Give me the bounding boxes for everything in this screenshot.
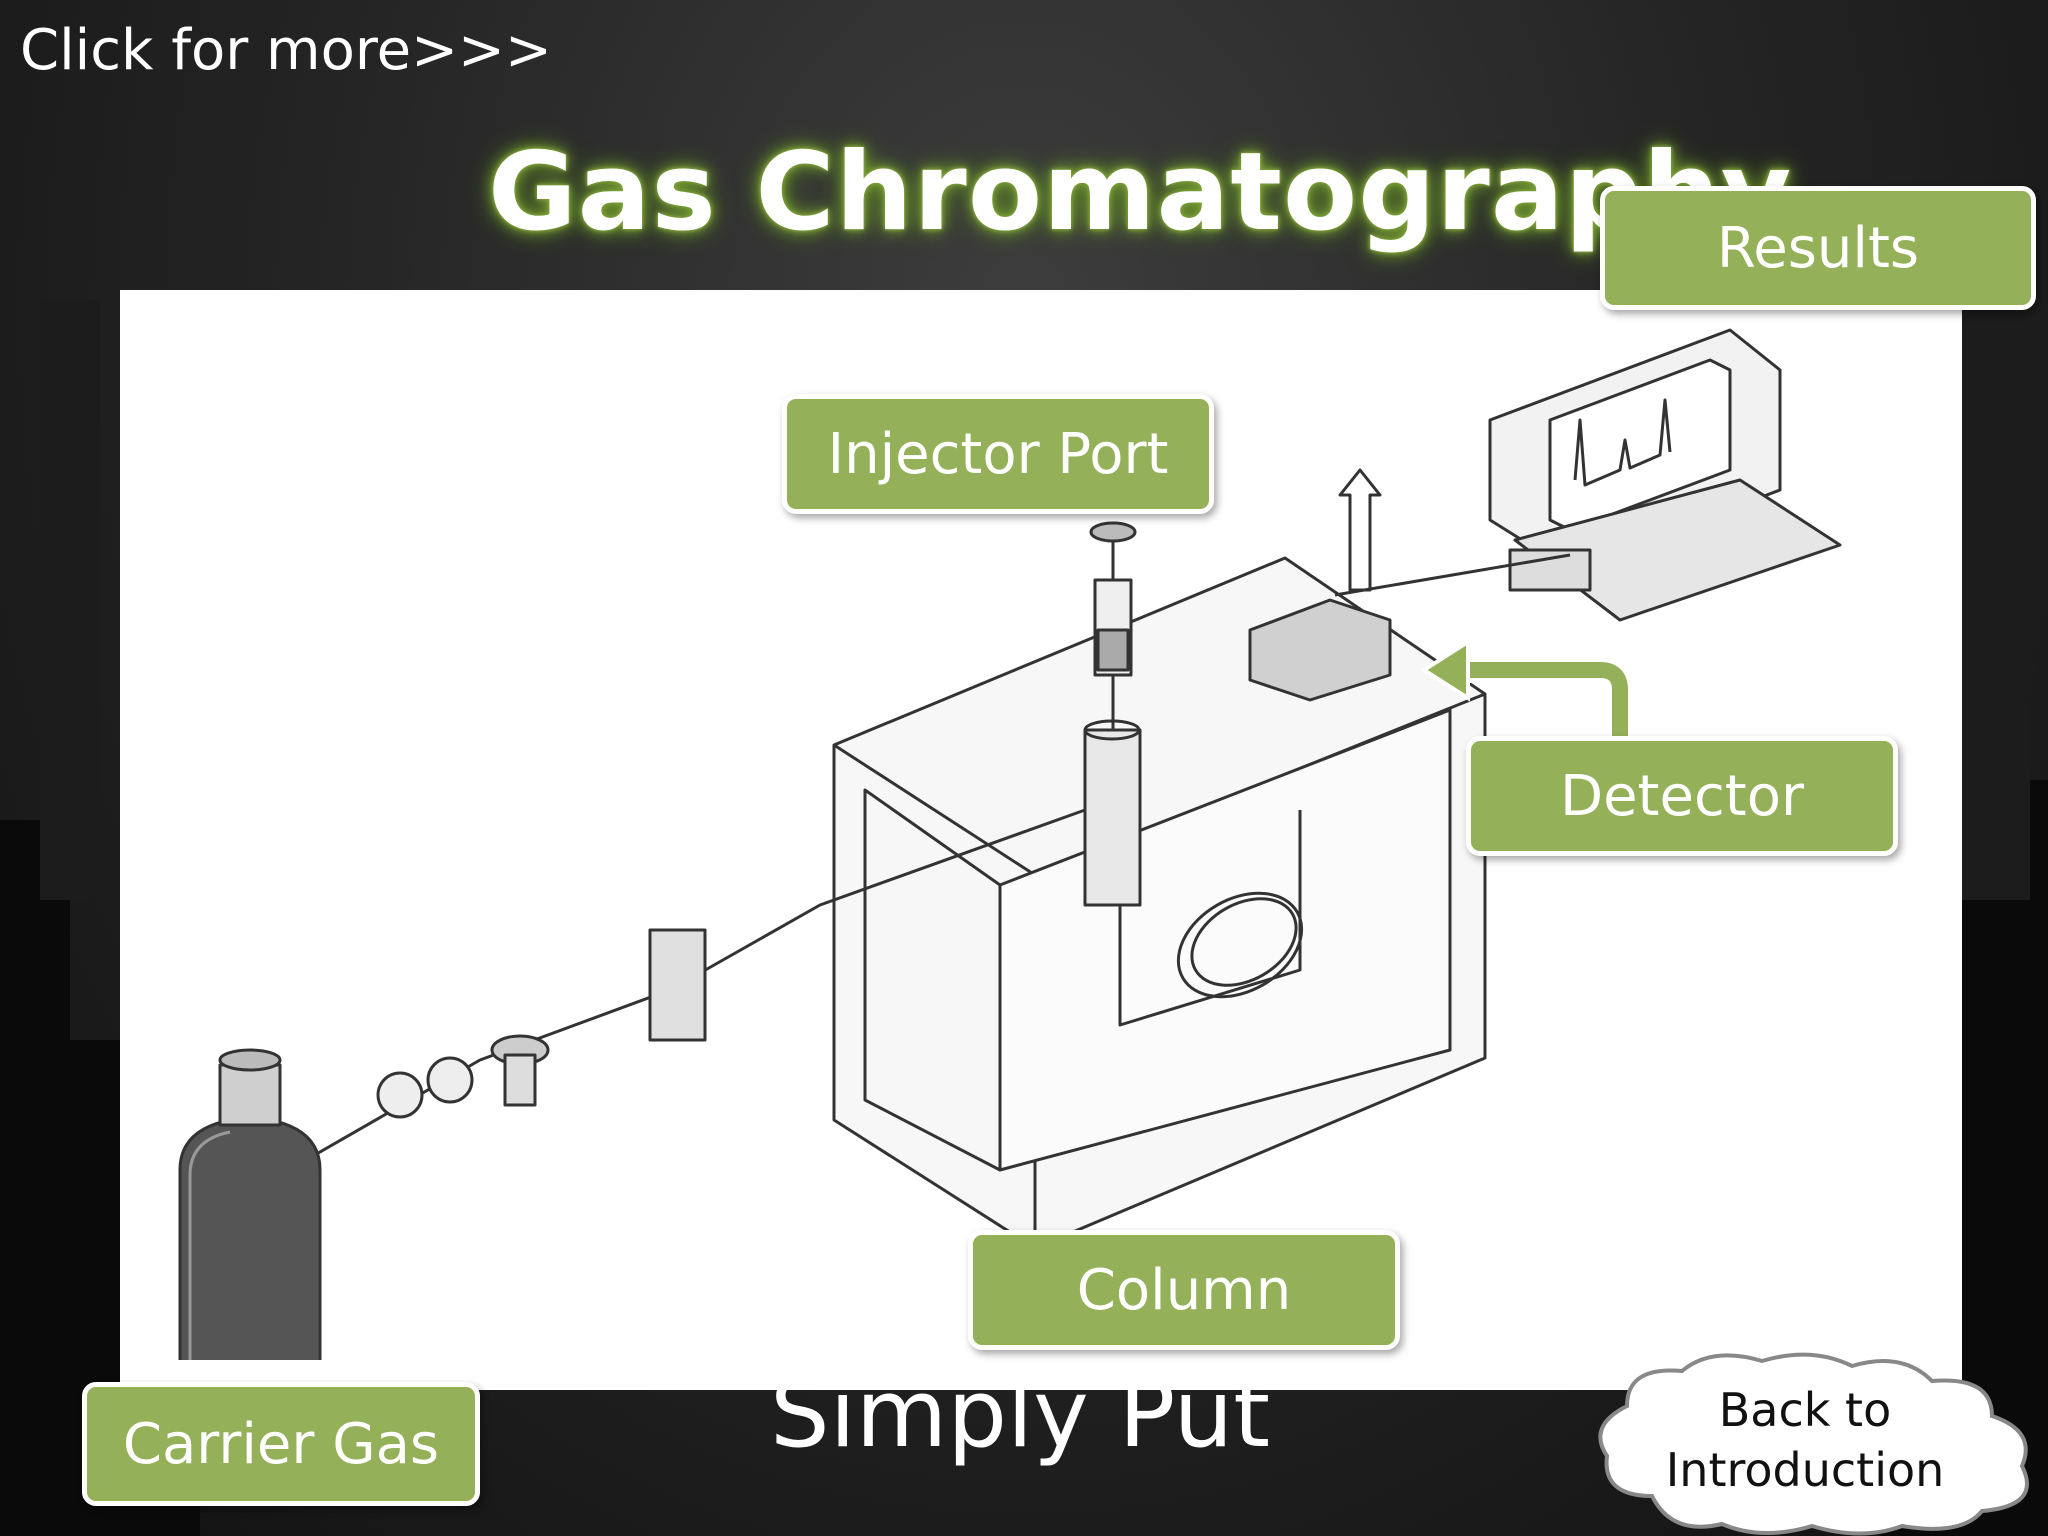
injector-syringe xyxy=(1083,521,1142,907)
column-label[interactable]: Column xyxy=(968,1230,1400,1350)
click-for-more-link[interactable]: Click for more>>> xyxy=(20,18,552,83)
results-computer xyxy=(1488,328,1842,622)
gas-line xyxy=(279,553,1571,1177)
detector-block xyxy=(1248,468,1392,702)
carrier-gas-label[interactable]: Carrier Gas xyxy=(82,1382,480,1506)
column-coil xyxy=(1118,810,1304,1027)
slide-title: Gas Chromatography xyxy=(488,130,1793,255)
injector-port-label[interactable]: Injector Port xyxy=(782,394,1214,514)
gas-chromatograph-illustration xyxy=(178,328,1842,1360)
oven-box xyxy=(832,556,1487,1250)
back-to-introduction-cloud-button[interactable] xyxy=(1582,1346,2048,1536)
gas-cylinder xyxy=(178,1048,322,1360)
results-label[interactable]: Results xyxy=(1600,186,2036,310)
detector-label[interactable]: Detector xyxy=(1466,736,1898,856)
back-to-introduction-label[interactable]: Back to Introduction xyxy=(1665,1383,1945,1497)
detector-pointer-arrow xyxy=(1420,638,1633,748)
